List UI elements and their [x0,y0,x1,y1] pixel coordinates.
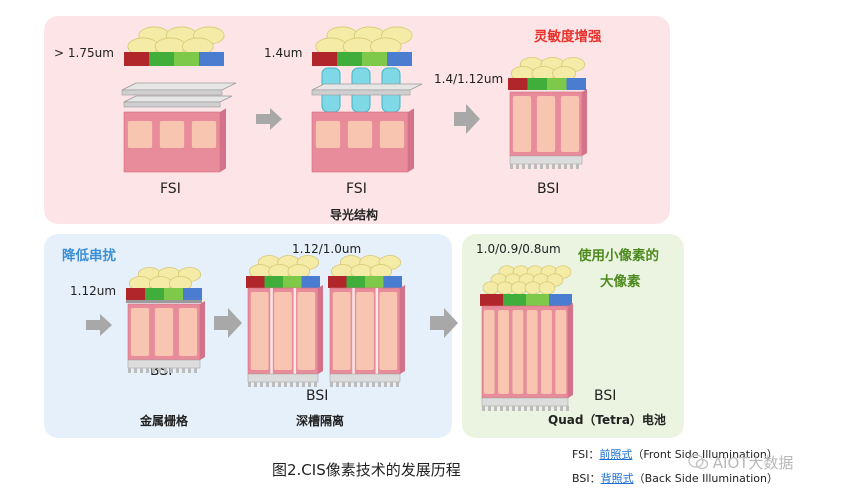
sensitivity-panel-title: 灵敏度增强 [534,29,602,45]
small-pixel-title-line1: 使用小像素的 [578,248,659,264]
quad-bsi-pixel-cell-icon [480,265,573,411]
bsi-pixel-cell-icon [508,57,587,169]
watermark: AIOT大数据 [688,452,793,473]
pixel-type-label: FSI [346,181,367,197]
size-label: 1.4/1.12um [434,72,504,86]
size-label: 1.12/1.0um [292,242,362,256]
legend-fsi-prefix: FSI： [572,448,600,461]
structure-caption: 深槽隔离 [296,414,345,428]
size-label: 1.12um [70,284,117,298]
legend-bsi-rest: （Back Side Illumination） [633,472,778,485]
bsi-metal-grid-pixel-cell-icon [126,267,205,373]
structure-caption: 金属栅格 [140,414,189,428]
size-label: 1.4um [264,46,303,60]
pixel-type-label: BSI [306,388,329,404]
fsi-pixel-cell-icon [121,26,237,173]
legend-bsi: BSI：背照式（Back Side Illumination） [572,470,778,486]
structure-caption: Quad（Tetra）电池 [548,413,666,427]
pixel-type-label: FSI [160,181,181,197]
legend-fsi-rest: （Front Side Illumination） [632,448,778,461]
crosstalk-panel-title: 降低串扰 [62,248,116,264]
legend-bsi-link[interactable]: 背照式 [600,472,634,485]
arrow-right-icon [256,108,282,130]
arrow-right-icon [454,104,480,134]
legend-fsi-link[interactable]: 前照式 [599,448,633,461]
arrow-right-icon [86,314,112,336]
bsi-dti-pixel-cell-icon [328,255,405,387]
structure-caption: 导光结构 [330,208,379,222]
watermark-text: AIOT大数据 [712,454,794,472]
arrow-right-icon [430,308,458,338]
legend-bsi-prefix: BSI： [572,472,601,485]
pixel-type-label: BSI [537,181,560,197]
arrow-right-icon [214,308,242,338]
size-label: > 1.75um [54,46,114,60]
size-label: 1.0/0.9/0.8um [476,242,561,256]
small-pixel-title-line2: 大像素 [600,274,641,290]
pixel-type-label: BSI [594,388,617,404]
legend-fsi: FSI：前照式（Front Side Illumination） [572,446,778,462]
figure-caption: 图2.CIS像素技术的发展历程 [272,461,461,479]
bsi-dti-pixel-cell-icon [246,255,323,387]
wechat-icon [688,454,709,470]
fsi-lightguide-pixel-cell-icon [311,26,423,173]
